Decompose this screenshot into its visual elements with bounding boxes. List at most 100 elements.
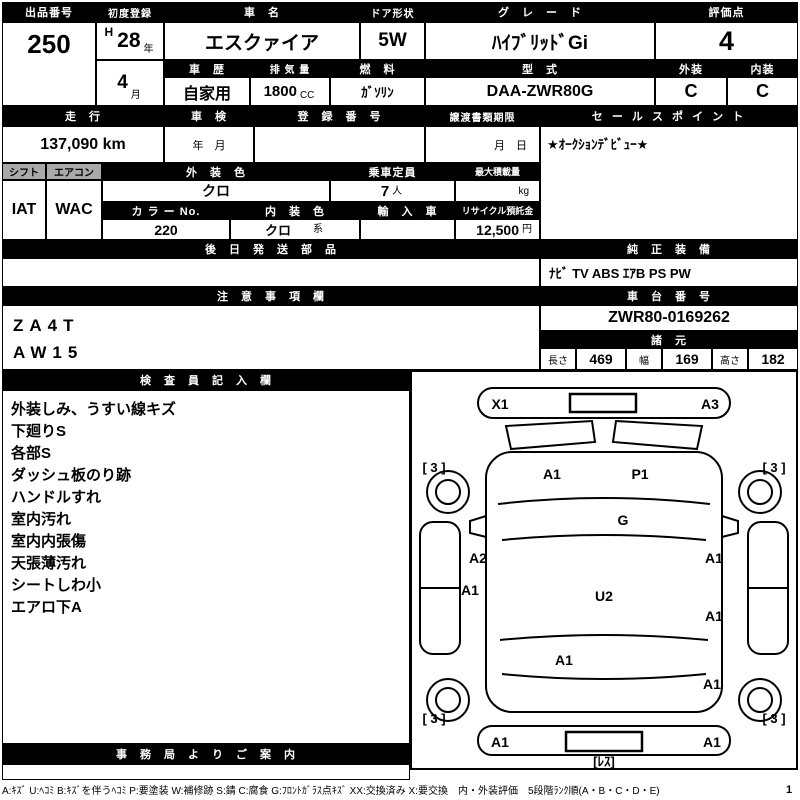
chassis-number-value: ZWR80-0169262 bbox=[540, 305, 798, 331]
front-right-wheel bbox=[738, 470, 782, 514]
rear-bumper-shape bbox=[477, 725, 731, 756]
inspector-note-line: 室内汚れ bbox=[11, 511, 72, 528]
caution-notes-value: ZA4T AW15 bbox=[2, 305, 540, 370]
rear-window-top-line bbox=[499, 634, 709, 641]
lot-number-header: 出品番号 bbox=[2, 2, 96, 22]
front-left-wheel bbox=[426, 470, 470, 514]
windshield-line bbox=[501, 534, 707, 541]
rear-plate-shape bbox=[564, 730, 644, 753]
inspection-value: 年 月 bbox=[164, 126, 254, 163]
grade-value: ﾊｲﾌﾞﾘｯﾄﾞGi bbox=[425, 22, 655, 60]
rear-window-line bbox=[501, 673, 707, 680]
fuel-header: 燃 料 bbox=[330, 60, 425, 77]
import-header: 輸 入 車 bbox=[360, 202, 455, 219]
diagram-label-rear-bumper-right: A1 bbox=[703, 734, 721, 750]
hood-line bbox=[497, 497, 711, 505]
score-value: 4 bbox=[655, 22, 798, 60]
aircon-header: エアコン bbox=[46, 163, 102, 180]
inspector-note-line: ダッシュ板のり跡 bbox=[11, 467, 132, 484]
score-header: 評価点 bbox=[655, 2, 798, 22]
door-shape-header: ドア形状 bbox=[360, 2, 425, 22]
recycle-deposit-unit: 円 bbox=[522, 224, 532, 235]
interior-grade-header: 内装 bbox=[727, 60, 798, 77]
exterior-color-value: クロ bbox=[102, 180, 330, 202]
diagram-label-front-left-icon: X1 bbox=[491, 396, 508, 412]
diagram-label-right-quarter: A1 bbox=[703, 676, 721, 692]
exterior-grade-header: 外装 bbox=[655, 60, 727, 77]
genuine-equipment-header: 純 正 装 備 bbox=[540, 240, 798, 258]
later-shipped-parts-value bbox=[2, 258, 540, 287]
capacity-unit: 人 bbox=[392, 186, 403, 197]
left-headlight-shape bbox=[504, 419, 597, 451]
damage-code-legend: A:ｷｽﾞ U:ﾍｺﾐ B:ｷｽﾞを伴うﾍｺﾐ P:要塗装 W:補修跡 S:錆 … bbox=[2, 781, 780, 798]
shift-header: シフト bbox=[2, 163, 46, 180]
diagram-label-license-plate: [ﾚｽ] bbox=[593, 754, 615, 768]
page-number: 1 bbox=[780, 781, 798, 798]
diagram-label-front-right-icon: A3 bbox=[701, 396, 719, 412]
right-headlight-shape bbox=[611, 419, 704, 451]
import-value bbox=[360, 219, 455, 240]
model-code-header: 型 式 bbox=[425, 60, 655, 77]
length-label: 長さ bbox=[540, 348, 576, 370]
capacity-value: 7 人 bbox=[330, 180, 455, 202]
diagram-label-tire-rear-right: [ 3 ] bbox=[762, 711, 785, 726]
rear-right-wheel-inner bbox=[747, 687, 773, 713]
caution-note-line: ZA4T bbox=[13, 316, 80, 335]
height-label: 高さ bbox=[712, 348, 748, 370]
sales-point-header: セ ー ル ス ポ イ ン ト bbox=[540, 106, 798, 126]
history-header: 車 歴 bbox=[164, 60, 250, 77]
front-bumper-shape bbox=[477, 387, 731, 419]
height-value: 182 bbox=[748, 348, 798, 370]
capacity-number: 7 bbox=[380, 182, 390, 200]
displacement-number: 1800 bbox=[263, 83, 297, 100]
exterior-grade-value: C bbox=[655, 77, 727, 106]
front-left-wheel-inner bbox=[435, 479, 461, 505]
grade-header: グ レ ー ド bbox=[425, 2, 655, 22]
office-info-header: 事 務 局 よ り ご 案 内 bbox=[2, 744, 410, 764]
inspector-note-line: 下廻りS bbox=[11, 423, 67, 440]
diagram-label-roof-center: U2 bbox=[595, 588, 613, 604]
mileage-value: 137,090 km bbox=[2, 126, 164, 163]
displacement-header: 排 気 量 bbox=[250, 60, 330, 77]
first-registration-year: H 28 年 bbox=[96, 22, 164, 60]
displacement-value: 1800 CC bbox=[250, 77, 330, 106]
car-diagram-box: X1 A3 [ 3 ] [ 3 ] A1 P1 G A2 A1 U2 A1 A1… bbox=[410, 370, 798, 770]
diagram-label-rear-bumper-left: A1 bbox=[491, 734, 509, 750]
month-unit: 月 bbox=[130, 90, 141, 101]
office-info-value bbox=[2, 764, 410, 780]
inspector-note-line: 室内内張傷 bbox=[11, 533, 87, 550]
interior-grade-value: C bbox=[727, 77, 798, 106]
diagram-label-right-rear-door: A1 bbox=[705, 608, 723, 624]
specs-header: 諸 元 bbox=[540, 331, 798, 348]
color-number-header: カ ラ ー No. bbox=[102, 202, 230, 219]
aircon-value: WAC bbox=[46, 180, 102, 240]
rear-left-wheel-inner bbox=[435, 687, 461, 713]
width-label: 幅 bbox=[626, 348, 662, 370]
max-load-unit: kg bbox=[518, 186, 529, 197]
registration-number-header: 登 録 番 号 bbox=[254, 106, 425, 126]
inspector-note-line: 外装しみ、うすい線キズ bbox=[11, 401, 177, 418]
chassis-number-header: 車 台 番 号 bbox=[540, 287, 798, 305]
width-value: 169 bbox=[662, 348, 712, 370]
lot-number-value: 250 bbox=[2, 22, 96, 106]
first-registration-year-number: 28 bbox=[117, 29, 141, 52]
inspector-note-line: シートしわ小 bbox=[11, 577, 102, 594]
inspector-notes-header: 検 査 員 記 入 欄 bbox=[2, 370, 410, 390]
interior-color-name: クロ bbox=[264, 223, 291, 238]
car-name-value: エスクァイア bbox=[164, 22, 360, 60]
front-plate-shape bbox=[568, 392, 638, 414]
diagram-label-tire-front-left: [ 3 ] bbox=[422, 460, 445, 475]
max-load-value: kg bbox=[455, 180, 540, 202]
first-registration-month: 4 月 bbox=[96, 60, 164, 106]
sales-point-value: ★ｵｰｸｼｮﾝﾃﾞﾋﾞｭｰ★ bbox=[540, 126, 798, 240]
transfer-deadline-header: 譲渡書類期限 bbox=[425, 106, 540, 126]
inspector-notes-list: 外装しみ、うすい線キズ 下廻りS 各部S ダッシュ板のり跡 ハンドルすれ 室内汚… bbox=[2, 390, 410, 744]
inspector-note-line: 天張薄汚れ bbox=[11, 555, 87, 572]
era-prefix: H bbox=[104, 25, 114, 39]
model-code-value: DAA-ZWR80G bbox=[425, 77, 655, 106]
exterior-color-header: 外 装 色 bbox=[102, 163, 330, 180]
registration-number-value bbox=[254, 126, 425, 163]
fuel-value: ｶﾞｿﾘﾝ bbox=[330, 77, 425, 106]
door-shape-value: 5W bbox=[360, 22, 425, 60]
